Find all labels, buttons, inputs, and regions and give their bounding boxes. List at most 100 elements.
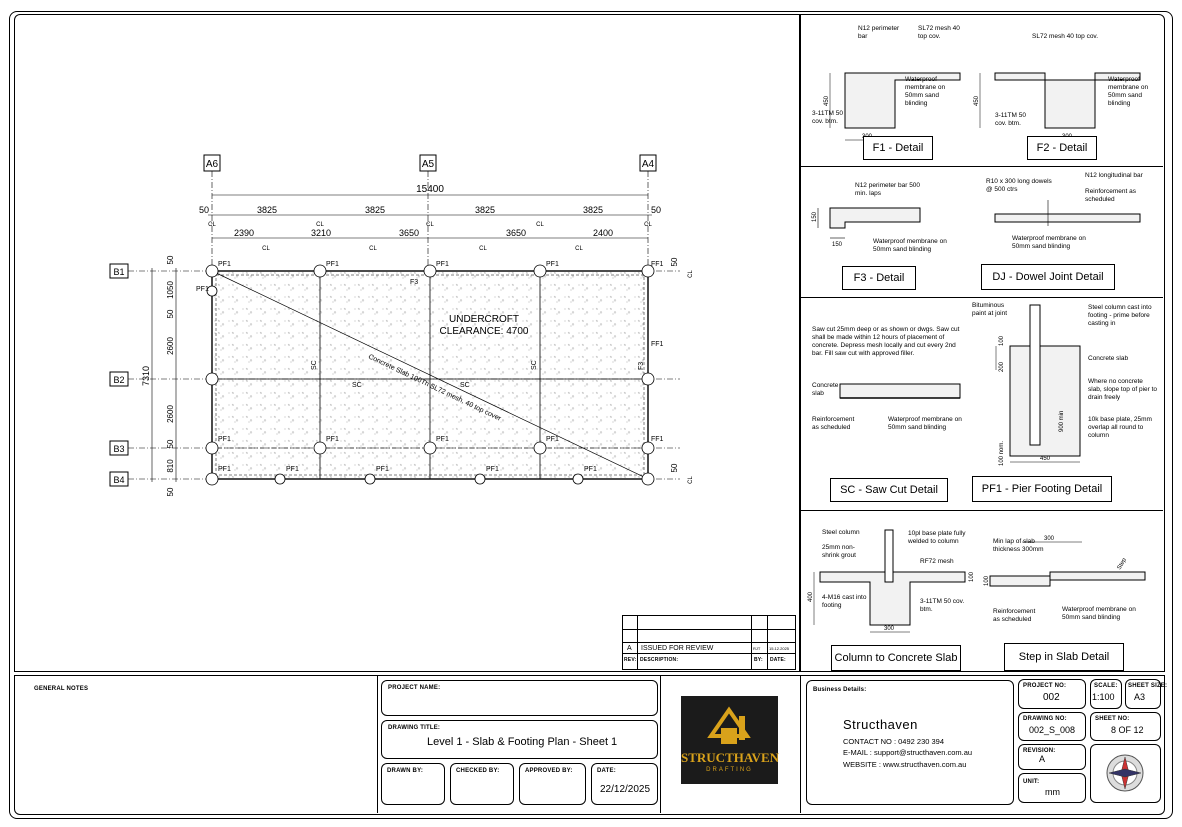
dim-row2-4: 2400 [593, 228, 613, 238]
svg-text:450: 450 [1040, 456, 1051, 462]
dim-row1-4: 3825 [583, 205, 603, 215]
svg-text:FF1: FF1 [651, 436, 664, 443]
f2-membrane-note: Waterproof membrane on 50mm sand blindin… [1108, 76, 1149, 107]
dim-row1-2: 3825 [365, 205, 385, 215]
rev-date: 15.12.2025 [769, 646, 790, 651]
svg-text:FF1: FF1 [651, 341, 664, 348]
step-lap-note: Min lap of slab thickness 300mm [993, 538, 1044, 553]
date-field: DATE: 22/12/2025 [591, 763, 658, 805]
dim-row2-0: 2390 [234, 228, 254, 238]
col-steel-note: Steel column [822, 529, 860, 536]
email-address: E-MAIL : support@structhaven.com.au [843, 748, 973, 757]
grid-bubble-b3: B3 [109, 440, 129, 456]
scale-field: SCALE: 1:100 [1090, 679, 1122, 709]
svg-text:SC: SC [311, 360, 318, 370]
sc-reinf-note: Reinforcement as scheduled [812, 416, 855, 431]
column-slab-detail-title: Column to Concrete Slab [831, 645, 961, 671]
f3-detail-title: F3 - Detail [842, 266, 916, 290]
title-block [14, 675, 1165, 815]
business-details-box: Business Details: Structhaven CONTACT NO… [806, 680, 1014, 805]
svg-text:F3: F3 [638, 362, 645, 370]
drawing-title-field: DRAWING TITLE: Level 1 - Slab & Footing … [381, 720, 658, 759]
contact-number: CONTACT NO : 0492 230 394 [843, 737, 945, 746]
svg-text:100: 100 [984, 575, 990, 586]
dim-row2-2: 3650 [399, 228, 419, 238]
f1-bars-note: 3-11TM 50 cov. btm. [812, 110, 843, 125]
svg-text:PF1: PF1 [218, 466, 231, 473]
step-slab-detail-title: Step in Slab Detail [1004, 643, 1124, 671]
pf1-slab-note: Concrete slab [1088, 355, 1129, 362]
svg-text:PF1: PF1 [326, 436, 339, 443]
dj-reinf-note: Reinforcement as scheduled [1085, 188, 1136, 203]
svg-text:810: 810 [166, 459, 175, 473]
svg-text:100: 100 [969, 571, 975, 582]
step-reinf-note: Reinforcement as scheduled [993, 608, 1036, 623]
f2-detail-title: F2 - Detail [1027, 136, 1097, 160]
svg-text:100 nom.: 100 nom. [999, 441, 1005, 466]
svg-text:PF1: PF1 [546, 436, 559, 443]
date-value: 22/12/2025 [600, 784, 651, 795]
drawn-by-field: DRAWN BY: [381, 763, 445, 805]
dim-row1-3: 3825 [475, 205, 495, 215]
svg-text:B4: B4 [113, 475, 124, 485]
svg-text:CL: CL [688, 270, 694, 278]
sc-detail-title: SC - Saw Cut Detail [830, 478, 948, 502]
grid-bubble-a5: A5 [419, 154, 437, 172]
f1-mesh-note: SL72 mesh 40 top cov. [918, 25, 960, 40]
svg-text:SC: SC [531, 360, 538, 370]
pf1-steel-note: Steel column cast into footing - prime b… [1088, 304, 1152, 327]
rev-description: ISSUED FOR REVIEW [641, 645, 714, 652]
svg-text:SC: SC [352, 382, 362, 389]
f1-detail-title: F1 - Detail [863, 136, 933, 160]
dj-dowels-note: R10 x 300 long dowels @ 500 ctrs [986, 178, 1052, 193]
sheet-no-field: SHEET NO: 8 OF 12 [1090, 712, 1161, 741]
svg-text:FF1: FF1 [651, 261, 664, 268]
logo-sub: DRAFTING [706, 767, 753, 773]
dim-total: 15400 [416, 184, 444, 195]
svg-text:CL: CL [575, 246, 583, 252]
col-plate-note: 10pl base plate fully welded to column [908, 530, 966, 545]
house-icon [707, 706, 751, 744]
svg-text:F3: F3 [410, 279, 418, 286]
svg-text:450: 450 [974, 95, 980, 106]
svg-text:PF1: PF1 [584, 466, 597, 473]
f3-membrane-note: Waterproof membrane on 50mm sand blindin… [873, 238, 947, 253]
svg-text:300: 300 [1044, 536, 1055, 542]
svg-text:PF1: PF1 [218, 261, 231, 268]
svg-text:200: 200 [999, 361, 1005, 372]
col-mesh-note: RF72 mesh [920, 558, 954, 565]
svg-text:CL: CL [688, 476, 694, 484]
svg-text:A4: A4 [642, 159, 655, 170]
svg-text:PF1: PF1 [436, 436, 449, 443]
grid-bubble-a6: A6 [203, 154, 221, 172]
unit-field: UNIT: mm [1018, 773, 1086, 803]
svg-text:1050: 1050 [166, 281, 175, 299]
grid-bubble-b1: B1 [109, 263, 129, 279]
checked-by-field: CHECKED BY: [450, 763, 514, 805]
svg-text:PF1: PF1 [286, 466, 299, 473]
sc-sketch [839, 383, 961, 399]
dj-n12-note: N12 longitudinal bar [1085, 172, 1143, 179]
svg-text:450: 450 [824, 95, 830, 106]
revision-table: A ISSUED FOR REVIEW RJT 15.12.2025 REV: … [622, 615, 796, 670]
pf1-bitum-note: Bituminous paint at joint [972, 302, 1008, 317]
grid-bubble-a4: A4 [639, 154, 657, 172]
svg-text:CL: CL [316, 222, 324, 228]
dim-row2-3: 3650 [506, 228, 526, 238]
dj-detail-title: DJ - Dowel Joint Detail [981, 264, 1115, 290]
dim-left-total: 7310 [141, 366, 151, 386]
dj-membrane-note: Waterproof membrane on 50mm sand blindin… [1012, 235, 1086, 250]
f1-n12-note: N12 perimeter bar [858, 25, 900, 40]
project-name-field: PROJECT NAME: [381, 680, 658, 716]
svg-text:CL: CL [208, 222, 216, 228]
grid-bubble-b2: B2 [109, 371, 129, 387]
project-no-field: PROJECT NO: 002 [1018, 679, 1086, 709]
svg-text:PF1: PF1 [326, 261, 339, 268]
company-name: Structhaven [843, 717, 918, 732]
svg-text:PF1: PF1 [376, 466, 389, 473]
svg-text:2600: 2600 [166, 405, 175, 423]
sc-note: Saw cut 25mm deep or as shown or dwgs. S… [812, 326, 960, 357]
drawing-area-frame [14, 14, 801, 672]
svg-text:PF1: PF1 [218, 436, 231, 443]
dim-row1-5: 50 [651, 205, 661, 215]
